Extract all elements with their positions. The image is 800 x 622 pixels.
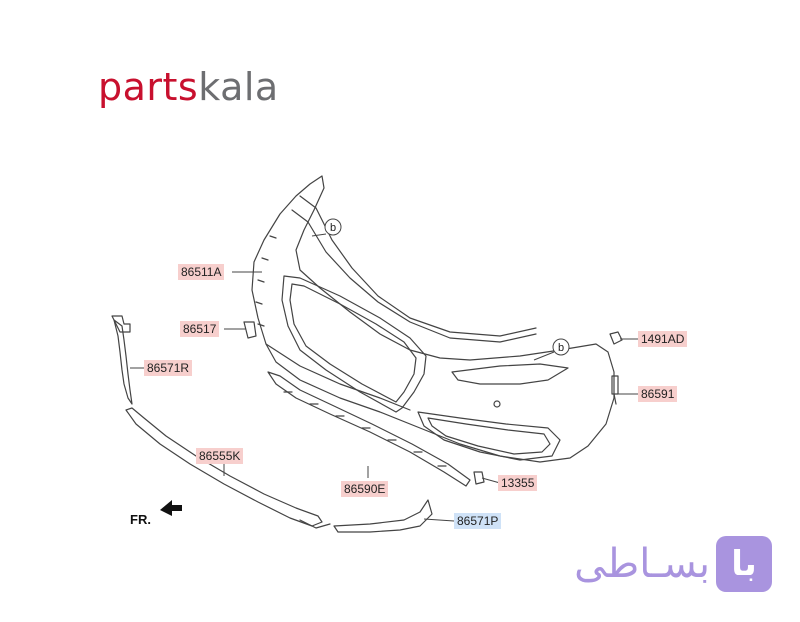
front-arrow-icon — [160, 500, 182, 516]
logo-part-parts: parts — [98, 65, 199, 109]
bracket-86517 — [243, 321, 257, 339]
side-clip-left — [111, 315, 131, 333]
grille-opening-inner — [289, 283, 417, 403]
front-direction-label: FR. — [130, 512, 151, 527]
logo-part-kala: kala — [198, 65, 279, 109]
label-86571p: 86571P — [454, 513, 502, 529]
callout-b-top: b — [324, 218, 342, 236]
fog-recess — [451, 363, 569, 385]
label-86511a: 86511A — [178, 264, 225, 280]
lower-intake-right — [417, 411, 561, 461]
bumper-top-edge — [299, 195, 537, 337]
brand-badge: با — [716, 536, 772, 592]
bumper-top-edge-inner — [291, 209, 537, 343]
brand-text: بسـاطی — [574, 541, 710, 587]
label-86571r: 86571R — [144, 360, 193, 376]
fastener-13355 — [473, 471, 485, 485]
partskala-logo: partskala — [98, 68, 279, 106]
lower-lip-strip — [125, 407, 323, 527]
lower-grille-strip — [267, 371, 471, 487]
label-1491ad: 1491AD — [638, 331, 688, 347]
sensor-hole — [493, 400, 501, 408]
bumper-lower-lip — [265, 343, 411, 411]
callout-b-right: b — [552, 338, 570, 356]
callout-b-right-label: b — [558, 342, 564, 354]
label-86591: 86591 — [638, 386, 678, 402]
label-13355: 13355 — [498, 475, 538, 491]
corner-strip-right — [333, 499, 433, 533]
grille-opening — [281, 275, 427, 413]
clip-1491ad — [609, 331, 623, 345]
basalam-brand: بسـاطی با — [546, 534, 772, 594]
bumper-cover — [251, 175, 615, 463]
label-86555k: 86555K — [196, 448, 244, 464]
side-strip-left — [113, 319, 133, 405]
label-86590e: 86590E — [341, 481, 389, 497]
lower-intake-right-inner — [427, 417, 551, 455]
callout-b-top-label: b — [330, 222, 336, 234]
label-86517: 86517 — [180, 321, 220, 337]
